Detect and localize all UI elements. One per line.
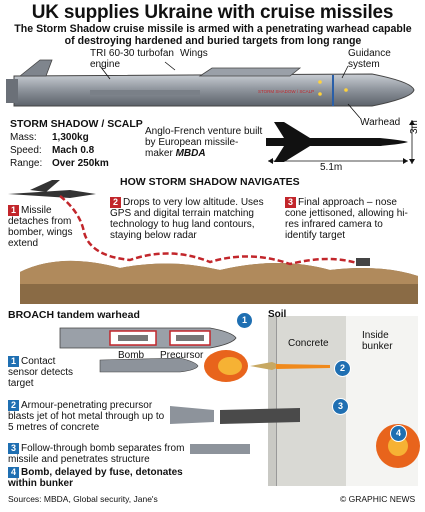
- navigation-illustration: [8, 180, 418, 304]
- bunker-label: Inside bunker: [362, 330, 393, 352]
- spec-range: Range:Over 250km: [10, 158, 109, 169]
- credit-text: © GRAPHIC NEWS: [340, 494, 416, 504]
- missile-top-view: [266, 122, 408, 162]
- page-subtitle: The Storm Shadow cruise missile is armed…: [14, 23, 412, 47]
- page-title: UK supplies Ukraine with cruise missiles: [31, 2, 394, 23]
- marker-4: 4: [390, 425, 407, 442]
- wings-label: Wings: [180, 48, 208, 59]
- navigation-heading: HOW STORM SHADOW NAVIGATES: [120, 176, 300, 188]
- broach-heading: BROACH tandem warhead: [8, 309, 140, 321]
- marker-1: 1: [236, 312, 253, 329]
- warhead-illustration: [59, 327, 420, 468]
- missile-side-view: STORM SHADOW / SCALP: [6, 59, 415, 119]
- missile-body-text: STORM SHADOW / SCALP: [258, 89, 314, 94]
- length-label: 5.1m: [320, 162, 343, 173]
- concrete-label: Concrete: [288, 338, 329, 349]
- sources-text: Sources: MBDA, Global security, Jane's: [8, 494, 158, 504]
- spec-mass: Mass:1,300kg: [10, 132, 89, 143]
- venture-text: Anglo-French venture built by European m…: [145, 126, 263, 159]
- height-label: 3m: [409, 120, 420, 134]
- specs-heading: STORM SHADOW / SCALP: [10, 118, 143, 130]
- soil-label: Soil: [268, 309, 287, 320]
- height-dimension: [409, 120, 415, 164]
- warhead-label: Warhead: [360, 117, 401, 128]
- marker-3: 3: [332, 398, 349, 415]
- marker-2: 2: [334, 360, 351, 377]
- engine-label: TRI 60-30 turbofan engine: [90, 48, 174, 70]
- precursor-label: Precursor: [160, 350, 204, 361]
- bomb-label: Bomb: [118, 350, 145, 361]
- guidance-label: Guidance system: [348, 48, 391, 70]
- spec-speed: Speed:Mach 0.8: [10, 145, 95, 156]
- length-dimension: [268, 158, 408, 164]
